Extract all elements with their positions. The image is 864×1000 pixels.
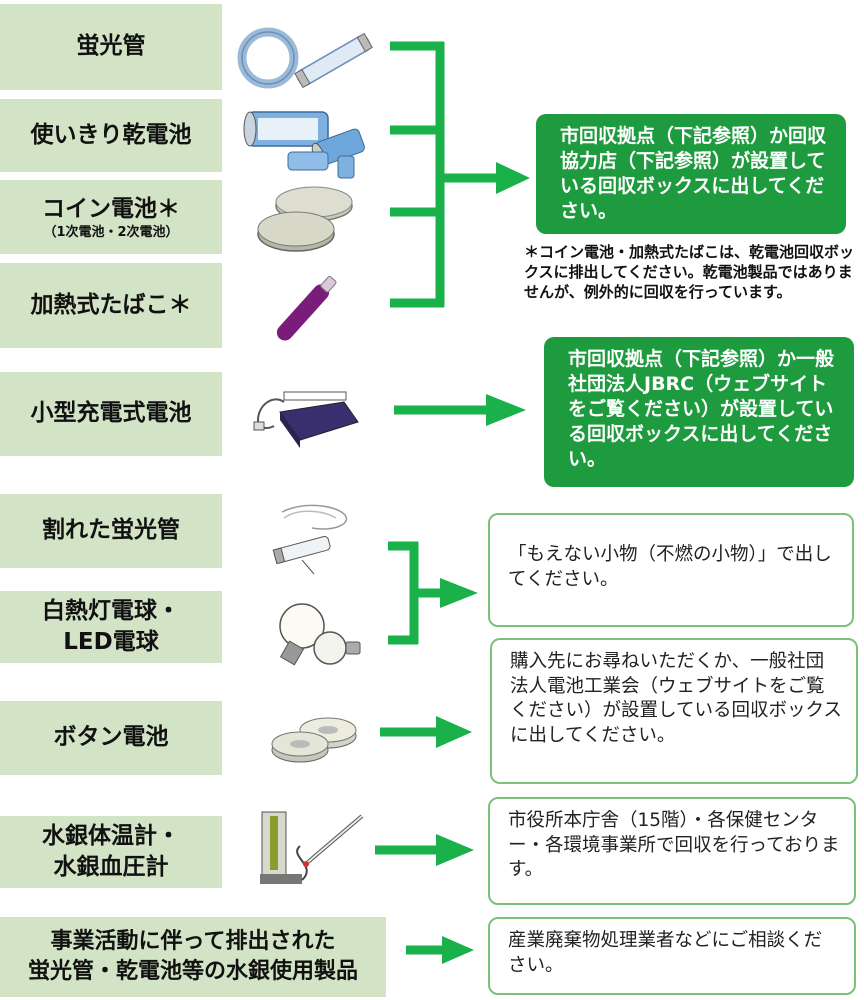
label-small-rechargeable: 小型充電式電池 — [0, 372, 222, 456]
label-dry-battery: 使いきり乾電池 — [0, 99, 222, 172]
label-business: 事業活動に伴って排出された 蛍光管・乾電池等の水銀使用製品 — [0, 917, 386, 997]
light-bulb-icon — [279, 603, 361, 666]
instruction-text: 市役所本庁舎（15階）・各保健センター・各環境事業所で回収を行っております。 — [508, 810, 840, 881]
heated-tobacco-icon — [276, 275, 337, 341]
label-text: 割れた蛍光管 — [42, 517, 180, 544]
note-text: ＊コイン電池・加熱式たばこは、乾電池回収ボックスに排出してください。乾電池製品で… — [524, 243, 855, 301]
label-text: 使いきり乾電池 — [30, 121, 192, 148]
instruction-text: 産業廃棄物処理業者などにご相談ください。 — [508, 930, 823, 976]
coin-battery-icon — [257, 186, 353, 252]
label-heated-tobacco: 加熱式たばこ＊ — [0, 263, 222, 348]
label-text-line2: LED電球 — [63, 629, 159, 655]
label-bulb: 白熱灯電球・ LED電球 — [0, 591, 222, 663]
label-broken-fluorescent: 割れた蛍光管 — [0, 494, 222, 568]
city-collection-box-instructions: 市回収拠点（下記参照）か回収協力店（下記参照）が設置している回収ボックスに出して… — [536, 114, 846, 234]
label-text-line1: 事業活動に伴って排出された — [50, 929, 336, 955]
dry-battery-icon — [243, 111, 365, 179]
label-text-line2: 蛍光管・乾電池等の水銀使用製品 — [27, 959, 358, 984]
label-fluorescent: 蛍光管 — [0, 4, 222, 90]
label-text-line2: 水銀血圧計 — [53, 854, 169, 880]
mercury-instructions: 市役所本庁舎（15階）・各保健センター・各環境事業所で回収を行っております。 — [488, 797, 856, 905]
label-subtext: （1次電池・2次電池） — [43, 224, 179, 240]
button-battery-icon — [271, 717, 357, 763]
label-text-line1: 白熱灯電球・ — [42, 597, 180, 624]
label-button-battery: ボタン電池 — [0, 701, 222, 775]
broken-tube-icon — [272, 504, 348, 575]
label-text: 小型充電式電池 — [30, 400, 192, 427]
instruction-text: 購入先にお尋ねいただくか、一般社団法人電池工業会（ウェブサイトをご覧ください）が… — [510, 651, 842, 746]
jbrc-box-instructions: 市回収拠点（下記参照）か一般社団法人JBRC（ウェブサイトをご覧ください）が設置… — [544, 337, 854, 487]
label-text: 加熱式たばこ＊ — [30, 291, 192, 318]
label-text: コイン電池＊ — [42, 195, 180, 222]
fluorescent-tube-icon — [237, 27, 373, 89]
label-mercury: 水銀体温計・ 水銀血圧計 — [0, 816, 222, 888]
label-text-line1: 水銀体温計・ — [42, 822, 180, 849]
non-burnable-instructions: 「もえない小物（不燃の小物）」で出してください。 — [488, 513, 854, 627]
label-coin-battery: コイン電池＊ （1次電池・2次電池） — [0, 180, 222, 254]
label-text: ボタン電池 — [53, 724, 169, 751]
coin-tobacco-note: ＊コイン電池・加熱式たばこは、乾電池回収ボックスに排出してください。乾電池製品で… — [524, 243, 854, 303]
instruction-text: 市回収拠点（下記参照）か回収協力店（下記参照）が設置している回収ボックスに出して… — [560, 125, 827, 223]
label-text: 蛍光管 — [76, 33, 146, 60]
mercury-thermometer-icon — [260, 811, 364, 884]
instruction-text: 市回収拠点（下記参照）か一般社団法人JBRC（ウェブサイトをご覧ください）が設置… — [568, 348, 835, 471]
rechargeable-battery-icon — [253, 391, 359, 448]
button-battery-instructions: 購入先にお尋ねいただくか、一般社団法人電池工業会（ウェブサイトをご覧ください）が… — [490, 638, 858, 784]
business-instructions: 産業廃棄物処理業者などにご相談ください。 — [488, 917, 856, 995]
instruction-text: 「もえない小物（不燃の小物）」で出してください。 — [508, 544, 832, 590]
